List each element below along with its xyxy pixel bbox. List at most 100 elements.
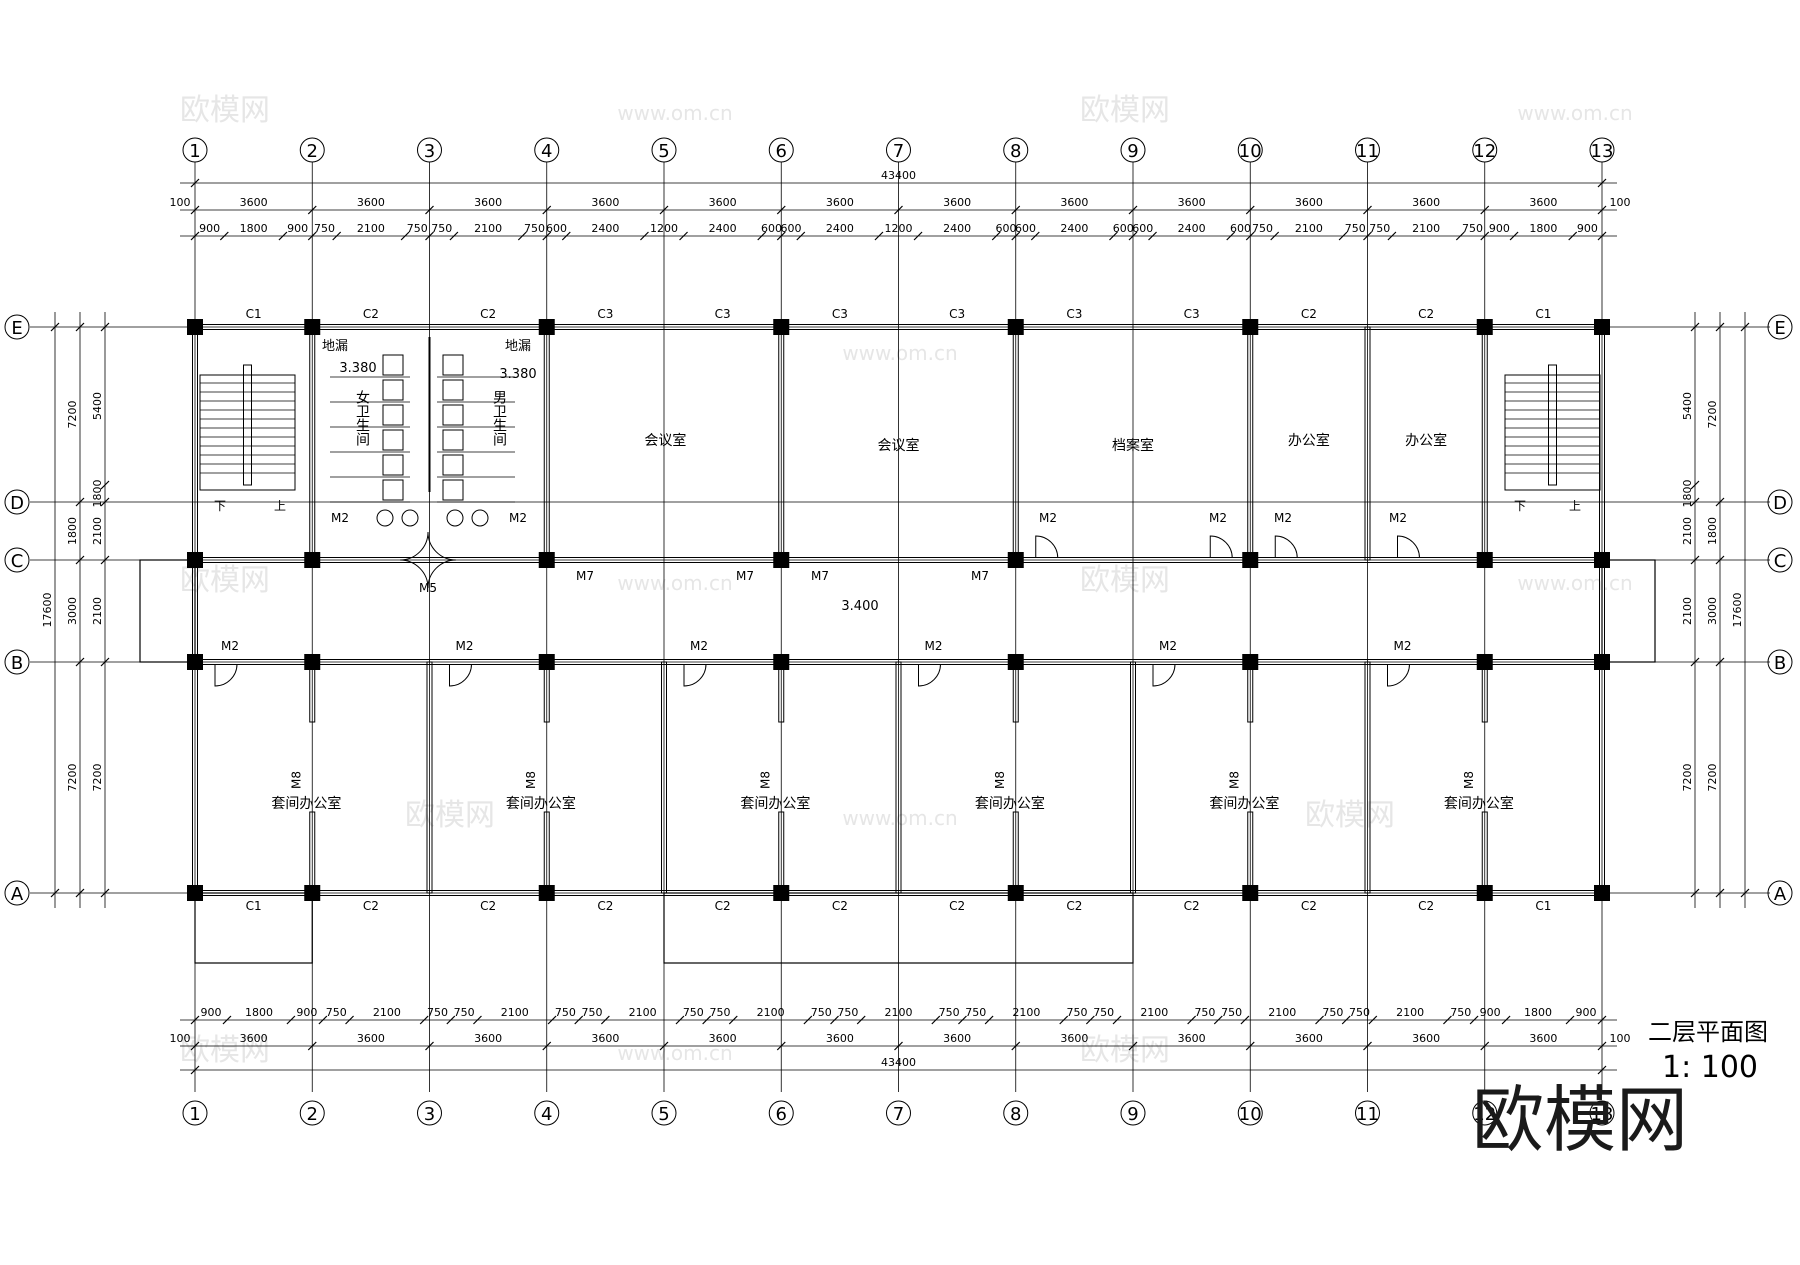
grid-bubble-column <box>886 137 911 163</box>
dim-row-v-tick <box>1715 322 1725 332</box>
door-tag: M8 <box>1227 771 1241 789</box>
dim-row-v-tick <box>1715 657 1725 667</box>
dim-detail-tick <box>1245 231 1255 241</box>
side-bay <box>139 559 196 663</box>
window-tag: C2 <box>480 307 496 321</box>
dim-detail-label: 2100 <box>474 222 502 235</box>
dim-bay-tick <box>659 205 669 215</box>
dim-detail-label: 750 <box>837 1006 858 1019</box>
toilet-stall-fixture <box>442 354 464 376</box>
dim-detail-tick <box>1363 231 1372 241</box>
toilet-stall-fixture <box>382 454 404 476</box>
dim-detail-tick <box>1509 231 1519 241</box>
dim-detail-tick <box>675 1015 685 1025</box>
window-tag: C2 <box>363 307 379 321</box>
dim-detail-tick <box>307 231 317 241</box>
structural-column <box>1007 552 1024 568</box>
dim-row-inner-label: 1800 <box>1681 480 1694 508</box>
wash-basin <box>471 509 489 527</box>
dim-detail-tick <box>446 1015 456 1025</box>
dim-detail-tick <box>991 231 1001 241</box>
window-tag: C2 <box>1066 899 1082 913</box>
door-tag: M2 <box>1394 639 1412 653</box>
dim-bay-label: 3600 <box>474 1032 502 1045</box>
dim-detail-label: 900 <box>199 222 220 235</box>
suite-office-label: 套间办公室 <box>271 795 341 812</box>
grid-bubble-row <box>1767 314 1793 340</box>
grid-bubble-column <box>1472 1100 1498 1126</box>
dim-edge-label: 100 <box>1610 1032 1631 1045</box>
grid-bubble-column <box>1472 137 1498 163</box>
dim-bay-label: 3600 <box>1529 1032 1557 1045</box>
dim-detail-label: 750 <box>1349 1006 1370 1019</box>
dim-detail-label: 750 <box>939 1006 960 1019</box>
dim-detail-label: 2100 <box>357 222 385 235</box>
suite-office-label: 套间办公室 <box>740 795 810 812</box>
dim-detail-tick <box>874 231 884 241</box>
dim-row-v-label: 7200 <box>66 764 79 792</box>
door-tag: M2 <box>1389 511 1407 525</box>
grid-bubble-column <box>299 1100 325 1126</box>
dim-detail-tick <box>574 1015 584 1025</box>
doors <box>214 531 1420 687</box>
dim-row-v-tick <box>1715 555 1725 565</box>
grid-bubble-column <box>768 137 794 163</box>
dim-detail-tick <box>600 1015 610 1025</box>
structural-column <box>773 885 790 901</box>
structural-column <box>773 654 790 670</box>
door-swing <box>449 663 472 687</box>
dim-row-inner-label: 2100 <box>1681 597 1694 625</box>
double-door <box>399 559 457 589</box>
dim-row-inner-label: 7200 <box>1681 764 1694 792</box>
dim-detail-tick <box>190 231 200 241</box>
door-tag: M7 <box>736 569 754 583</box>
structural-column <box>1476 319 1493 335</box>
door-tag: M2 <box>1159 639 1177 653</box>
grid-bubble-column <box>182 137 208 163</box>
dim-overall-v-tick <box>50 888 60 898</box>
dim-bay-label: 3600 <box>1295 1032 1323 1045</box>
side-bay <box>1601 559 1656 663</box>
door-tag: M2 <box>690 639 708 653</box>
grid-bubble-column-label: 12 <box>1473 141 1496 162</box>
dim-detail-tick <box>561 231 571 241</box>
grid-bubble-row-label: B <box>11 653 23 674</box>
grid-bubble-column-label: 5 <box>658 1104 669 1125</box>
grid-bubble-row-label: D <box>10 493 24 514</box>
door-tag: M8 <box>1462 771 1476 789</box>
structural-column <box>538 885 555 901</box>
grid-bubble-row <box>1767 649 1793 675</box>
dim-detail-tick <box>803 1015 813 1025</box>
watermark-logo: 欧模网 <box>1080 1033 1170 1068</box>
grid-bubble-column <box>1120 1100 1146 1126</box>
partition-wall <box>1364 326 1371 561</box>
dim-detail-tick <box>1341 1015 1351 1025</box>
dim-row-inner-label: 1800 <box>91 480 104 508</box>
dim-detail-tick <box>1501 1015 1511 1025</box>
dim-detail-label: 2400 <box>1178 222 1206 235</box>
structural-column <box>773 319 790 335</box>
dim-detail-label: 2400 <box>826 222 854 235</box>
watermark-url: www.om.cn <box>842 341 957 365</box>
suite-office-label: 套间办公室 <box>975 795 1045 812</box>
wash-basin <box>376 509 394 527</box>
suite-office-label: 套间办公室 <box>1209 795 1279 812</box>
dim-bay-label: 3600 <box>1295 196 1323 209</box>
dim-overall-label: 43400 <box>881 1056 916 1069</box>
watermark-url: www.om.cn <box>617 571 732 595</box>
grid-bubble-column <box>651 1100 677 1126</box>
window-tag: C3 <box>715 307 731 321</box>
grid-bubble-column <box>1355 137 1380 163</box>
structural-column <box>538 654 555 670</box>
dim-overall-v-tick <box>1740 888 1750 898</box>
dim-detail-tick <box>345 1015 354 1025</box>
dim-detail-tick <box>1597 1015 1607 1025</box>
structural-column <box>538 319 555 335</box>
dim-detail-tick <box>1338 231 1348 241</box>
grid-bubble-column <box>1003 1100 1029 1126</box>
dim-bay-tick <box>894 1041 903 1051</box>
dim-bay-tick <box>542 1041 552 1051</box>
